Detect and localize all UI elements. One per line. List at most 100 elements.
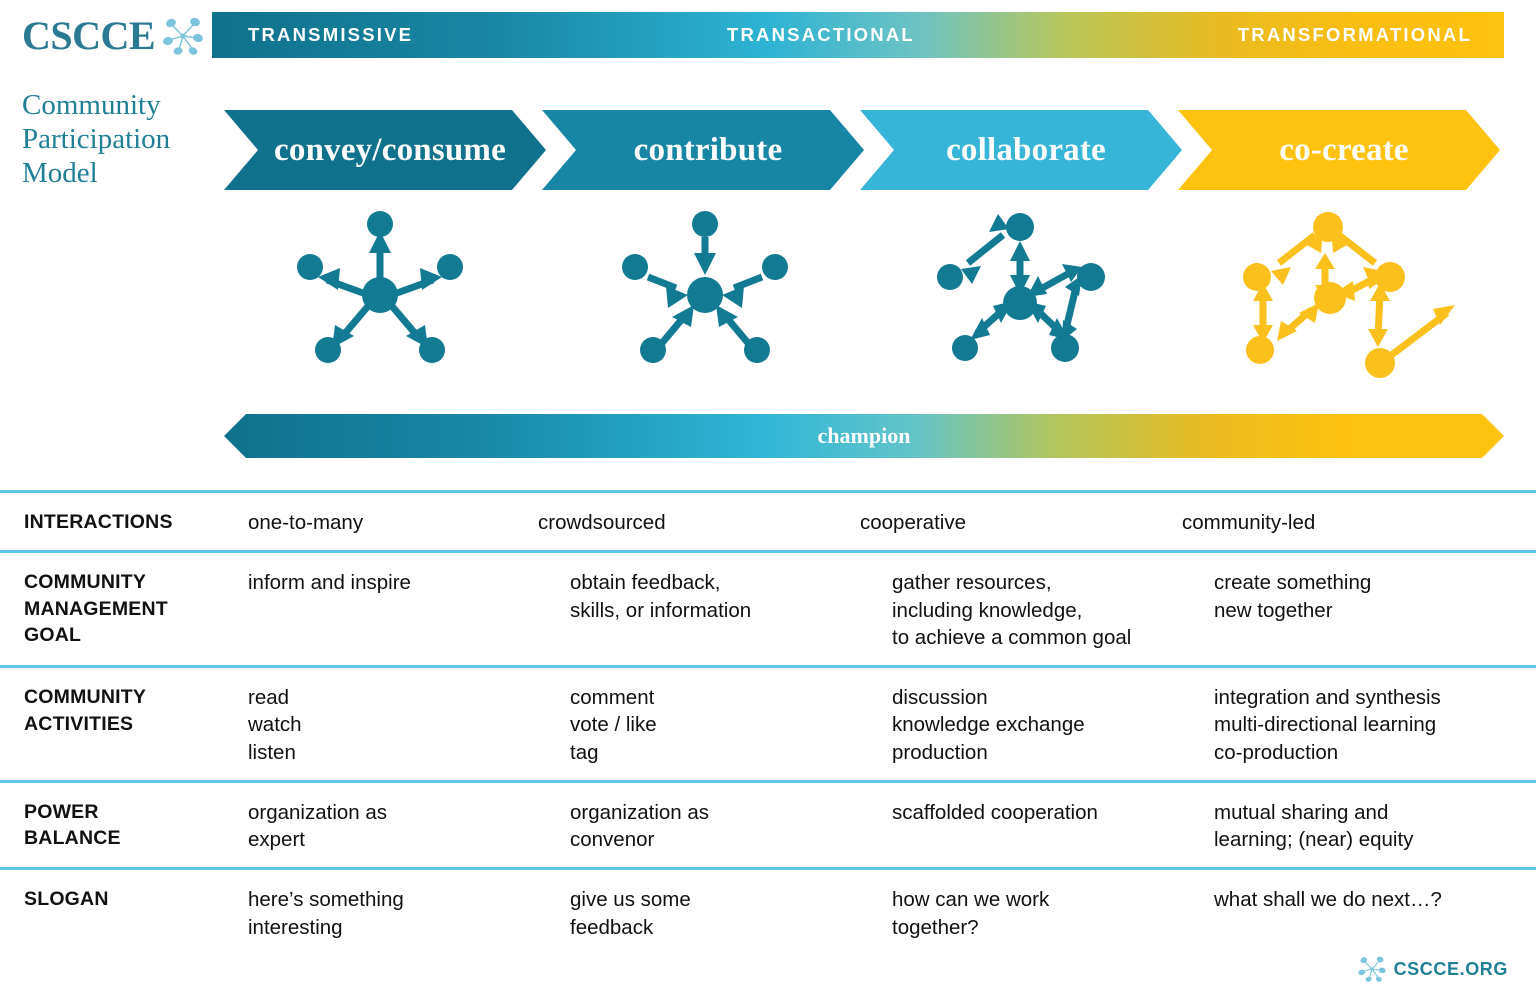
cell-line: multi-directional learning xyxy=(1214,713,1437,737)
cell-line: POWER xyxy=(24,800,99,823)
cell-line: mutual sharing and xyxy=(1214,800,1389,824)
table-cell: read watch listen xyxy=(248,684,570,766)
header-area: CSCCE Community Participation Model TRAN… xyxy=(0,0,1536,200)
table-cell: inform and inspire xyxy=(248,569,570,651)
cell-line: vote / like xyxy=(570,713,657,737)
row-header: COMMUNITY MANAGEMENT GOAL xyxy=(0,569,248,651)
cell-line: GOAL xyxy=(24,624,82,647)
network-mesh-outward-icon xyxy=(1243,212,1455,378)
cscce-wordmark: CSCCE xyxy=(22,13,156,58)
table-cell: obtain feedback, skills, or information xyxy=(570,569,892,651)
star-outward-icon xyxy=(297,211,463,363)
row-header: COMMUNITY ACTIVITIES xyxy=(0,684,248,766)
stage-label: collaborate xyxy=(946,131,1106,168)
stage-label: co-create xyxy=(1279,131,1409,168)
table-cell: organization as expert xyxy=(248,799,570,854)
cell-line: COMMUNITY xyxy=(24,571,147,594)
cell-line: including knowledge, xyxy=(892,598,1083,622)
cell-line: inform and inspire xyxy=(248,571,411,595)
cell-line: production xyxy=(892,740,988,764)
champion-label: champion xyxy=(817,423,911,448)
champion-arrow-bar: champion xyxy=(224,414,1504,458)
table-row: POWER BALANCE organization as expert organ… xyxy=(0,779,1536,868)
table-cell: integration and synthesis multi-direction… xyxy=(1214,684,1536,766)
table-row: COMMUNITY MANAGEMENT GOAL inform and inspi… xyxy=(0,550,1536,665)
cscce-org-footer-logo[interactable]: CSCCE.ORG xyxy=(1357,954,1508,984)
table-cell: crowdsourced xyxy=(538,509,860,536)
table-cell: comment vote / like tag xyxy=(570,684,892,766)
table-cell: create something new together xyxy=(1214,569,1536,651)
phase-label-transactional: TRANSACTIONAL xyxy=(727,24,915,45)
cell-line: MANAGEMENT xyxy=(24,597,168,620)
cell-line: expert xyxy=(248,828,305,851)
table-row: INTERACTIONS one-to-many crowdsourced co… xyxy=(0,490,1536,550)
cell-line: INTERACTIONS xyxy=(24,511,173,533)
cell-line: discussion xyxy=(892,686,988,709)
cell-line: organization as xyxy=(570,800,710,824)
row-header: INTERACTIONS xyxy=(0,509,248,536)
phase-gradient-bar: TRANSMISSIVE TRANSACTIONAL TRANSFORMATIO… xyxy=(212,12,1504,58)
cell-line: co-production xyxy=(1214,740,1339,764)
stage-label: convey/consume xyxy=(274,131,506,168)
cell-line: SLOGAN xyxy=(24,888,109,911)
cell-line: community-led xyxy=(1182,511,1316,534)
stage-diagram-row xyxy=(0,205,1536,390)
network-molecule-icon xyxy=(1357,956,1386,982)
cell-line: feedback xyxy=(570,915,654,939)
cell-line: skills, or information xyxy=(570,598,752,622)
table-row: SLOGAN here’s something interesting give … xyxy=(0,867,1536,955)
cell-line: read xyxy=(248,686,290,709)
cell-line: BALANCE xyxy=(24,827,121,850)
cell-line: gather resources, xyxy=(892,571,1052,595)
cell-line: convenor xyxy=(570,828,655,851)
cell-line: ACTIVITIES xyxy=(24,712,134,735)
row-header: POWER BALANCE xyxy=(0,799,248,854)
stage-chevron-contribute[interactable]: contribute xyxy=(542,110,864,190)
cell-line: to achieve a common goal xyxy=(892,625,1132,649)
table-cell: community-led xyxy=(1182,509,1504,536)
cscce-org-wordmark: CSCCE.ORG xyxy=(1393,958,1508,979)
phase-label-transmissive: TRANSMISSIVE xyxy=(248,24,414,45)
cell-line: one-to-many xyxy=(248,511,364,534)
cell-line: what shall we do next…? xyxy=(1214,888,1442,912)
cell-line: new together xyxy=(1214,598,1333,622)
cell-line: watch xyxy=(248,713,302,737)
cell-line: interesting xyxy=(248,915,343,939)
cell-line: together? xyxy=(892,915,979,939)
table-cell: organization as convenor xyxy=(570,799,892,854)
cscce-logo: CSCCE xyxy=(22,8,212,64)
page-title: Community Participation Model xyxy=(22,89,171,190)
cell-line: scaffolded cooperation xyxy=(892,800,1098,824)
table-cell: discussion knowledge exchange production xyxy=(892,684,1214,766)
stage-chevron-convey-consume[interactable]: convey/consume xyxy=(224,110,546,190)
cell-line: create something xyxy=(1214,571,1372,595)
cell-line: tag xyxy=(570,740,599,764)
table-row: COMMUNITY ACTIVITIES read watch listen comm… xyxy=(0,665,1536,780)
network-molecule-icon xyxy=(163,17,204,55)
phase-label-transformational: TRANSFORMATIONAL xyxy=(1237,24,1472,45)
star-inward-icon xyxy=(622,211,788,363)
cell-line: obtain feedback, xyxy=(570,571,721,595)
cell-line: organization as xyxy=(248,800,388,824)
network-bidirectional-icon xyxy=(937,213,1105,362)
cell-line: how can we work xyxy=(892,888,1050,912)
stage-chevron-collaborate[interactable]: collaborate xyxy=(860,110,1182,190)
table-cell: gather resources, including knowledge, to … xyxy=(892,569,1214,651)
cell-line: here’s something xyxy=(248,888,404,912)
row-header: SLOGAN xyxy=(0,886,248,941)
cell-line: knowledge exchange xyxy=(892,713,1085,737)
table-cell: cooperative xyxy=(860,509,1182,536)
stage-label: contribute xyxy=(633,131,783,168)
stage-chevron-co-create[interactable]: co-create xyxy=(1178,110,1500,190)
cell-line: COMMUNITY xyxy=(24,686,147,708)
table-cell: here’s something interesting xyxy=(248,886,570,941)
cell-line: comment xyxy=(570,686,655,709)
cell-line: listen xyxy=(248,740,296,764)
cell-line: cooperative xyxy=(860,511,966,534)
table-cell: what shall we do next…? xyxy=(1214,886,1536,941)
cell-line: integration and synthesis xyxy=(1214,686,1441,709)
stage-chevron-row: convey/consume contribute collaborate co… xyxy=(0,110,1536,190)
cell-line: give us some xyxy=(570,888,691,912)
table-cell: give us some feedback xyxy=(570,886,892,941)
